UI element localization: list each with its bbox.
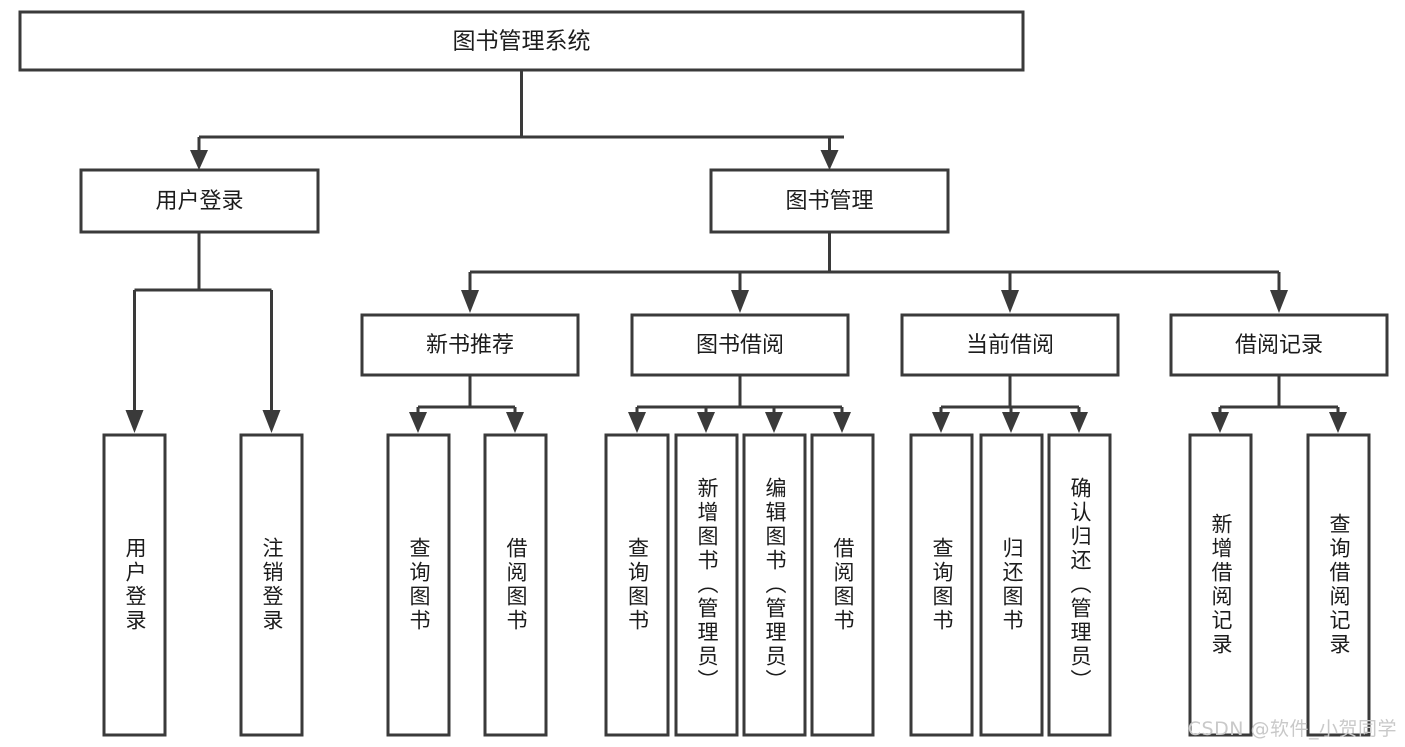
edge-group-root-to-level2	[190, 70, 844, 170]
edge-group-borrow-record-to-leaves	[1211, 375, 1347, 433]
arrow-head-leaf-return-book	[1002, 412, 1020, 433]
edge-group-book-manage-to-level3	[461, 232, 1288, 313]
edge-group-new-book-rec-to-leaves	[409, 375, 524, 433]
node-leaf-user-logout-box[interactable]	[239, 433, 304, 737]
arrow-head-leaf-user-login	[125, 410, 144, 433]
node-root[interactable]: 图书管理系统	[18, 10, 1025, 72]
node-borrow-record-box[interactable]	[1169, 313, 1389, 377]
arrow-head-leaf-query-book-current	[932, 412, 950, 433]
arrow-head-leaf-user-logout	[262, 410, 281, 433]
node-leaf-add-book-box[interactable]	[674, 433, 739, 737]
node-book-borrow-label: 图书借阅	[696, 333, 784, 358]
arrow-head-borrow-record	[1270, 290, 1288, 313]
node-root-label: 图书管理系统	[453, 29, 591, 55]
node-borrow-record[interactable]: 借阅记录	[1169, 313, 1389, 377]
node-leaf-edit-book-box[interactable]	[742, 433, 807, 737]
arrow-head-leaf-edit-book	[765, 412, 783, 433]
node-new-book-rec-box[interactable]	[360, 313, 580, 377]
node-new-book-rec-label: 新书推荐	[426, 333, 514, 358]
csdn-watermark: CSDN @软件_小贺同学	[1187, 718, 1397, 740]
leaf-node-group	[102, 433, 1371, 737]
node-new-book-rec[interactable]: 新书推荐	[360, 313, 580, 377]
node-book-manage-label: 图书管理	[785, 189, 873, 214]
node-leaf-query-book-rec-box[interactable]	[386, 433, 451, 737]
node-leaf-return-book-box[interactable]	[979, 433, 1044, 737]
arrow-head-leaf-borrow-book	[833, 412, 851, 433]
edge-group-user-login-to-leaves	[125, 232, 281, 433]
node-leaf-add-record-box[interactable]	[1188, 433, 1253, 737]
node-book-manage[interactable]: 图书管理	[709, 168, 950, 234]
node-leaf-borrow-book-rec-box[interactable]	[483, 433, 548, 737]
arrow-head-leaf-query-record	[1329, 412, 1347, 433]
node-user-login-box[interactable]	[79, 168, 320, 234]
arrow-head-current-borrow	[1001, 290, 1019, 313]
node-current-borrow-box[interactable]	[900, 313, 1120, 377]
arrow-head-book-manage	[820, 150, 839, 170]
node-current-borrow-label: 当前借阅	[966, 333, 1054, 358]
arrow-head-new-book-rec	[461, 290, 479, 313]
node-leaf-confirm-return-box[interactable]	[1047, 433, 1112, 737]
node-user-login-label: 用户登录	[155, 189, 243, 214]
node-book-borrow-box[interactable]	[630, 313, 850, 377]
arrow-head-leaf-add-record	[1211, 412, 1229, 433]
node-leaf-query-book-current-box[interactable]	[909, 433, 974, 737]
arrow-head-leaf-query-book-rec	[409, 412, 427, 433]
node-user-login[interactable]: 用户登录	[79, 168, 320, 234]
node-borrow-record-label: 借阅记录	[1235, 333, 1323, 358]
arrow-head-leaf-borrow-book-rec	[506, 412, 524, 433]
edge-group-book-borrow-to-leaves	[628, 375, 851, 433]
node-book-manage-box[interactable]	[709, 168, 950, 234]
node-leaf-borrow-book-box[interactable]	[810, 433, 875, 737]
node-root-box[interactable]	[18, 10, 1025, 72]
arrow-head-leaf-add-book	[697, 412, 715, 433]
arrow-head-user-login	[190, 150, 208, 170]
arrow-head-leaf-query-book-borrow	[628, 412, 646, 433]
node-leaf-query-book-borrow-box[interactable]	[604, 433, 670, 737]
node-current-borrow[interactable]: 当前借阅	[900, 313, 1120, 377]
arrow-head-leaf-confirm-return	[1070, 412, 1088, 433]
edge-group-current-borrow-to-leaves	[932, 375, 1088, 433]
node-leaf-query-record-box[interactable]	[1306, 433, 1371, 737]
node-leaf-user-login-box[interactable]	[102, 433, 167, 737]
node-book-borrow[interactable]: 图书借阅	[630, 313, 850, 377]
arrow-head-book-borrow	[731, 290, 749, 313]
